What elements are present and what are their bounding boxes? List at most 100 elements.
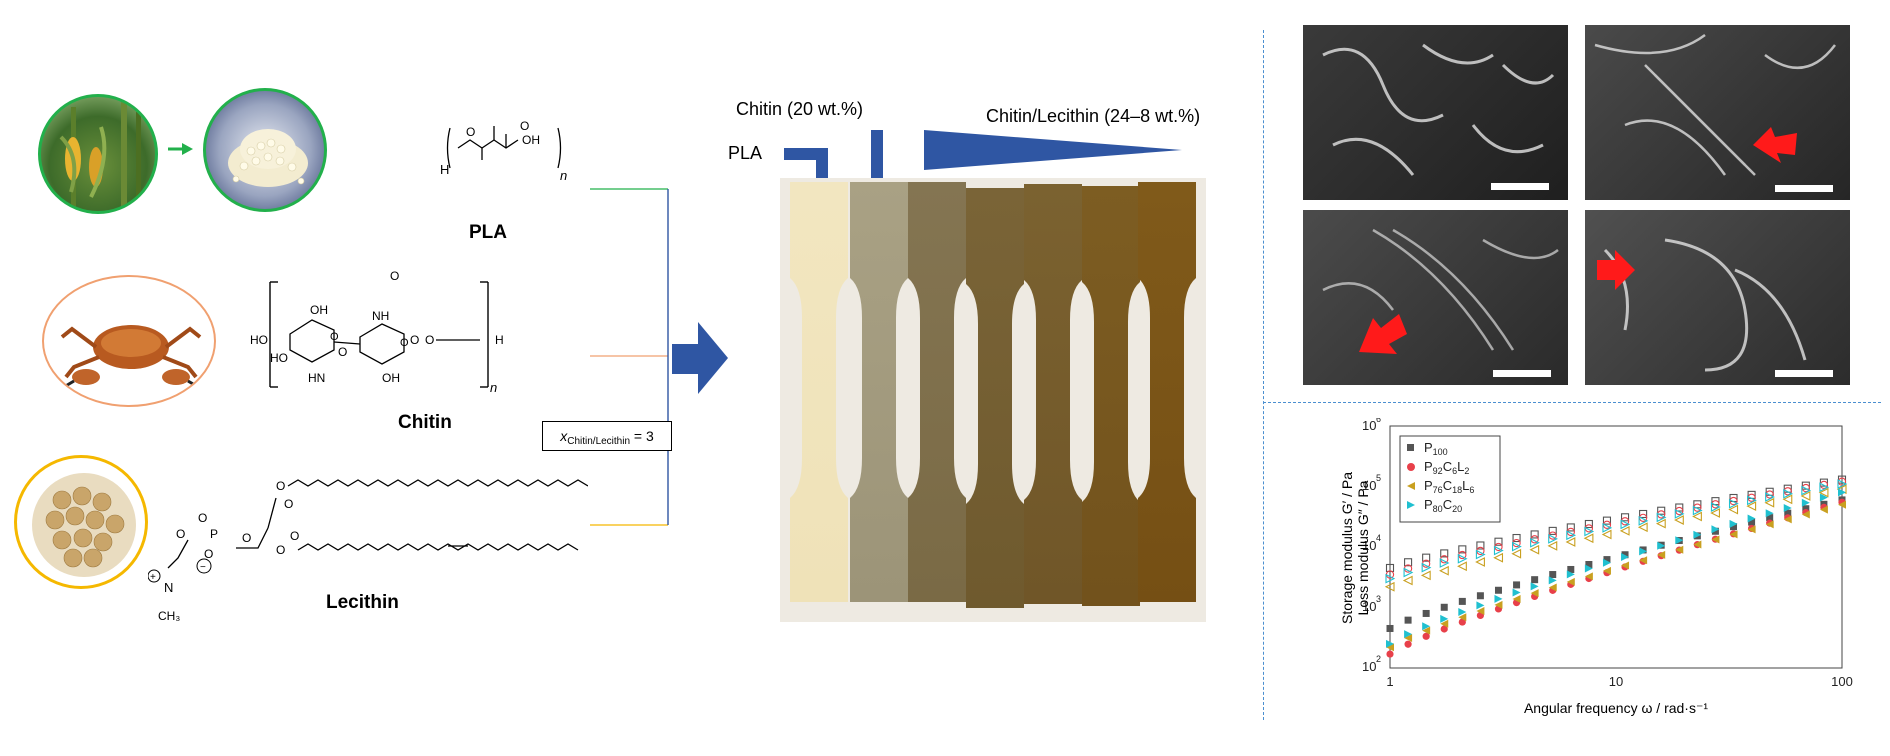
data-point-5-3 — [1439, 565, 1449, 576]
data-point-4-0 — [1386, 643, 1394, 652]
plot-frame — [1389, 425, 1843, 669]
scale-bar — [1775, 185, 1833, 192]
data-point-6-0 — [1386, 639, 1394, 648]
crab-image — [42, 275, 216, 407]
data-point-4-12 — [1602, 566, 1611, 575]
svg-text:O: O — [400, 337, 409, 349]
data-point-1-7 — [1512, 533, 1521, 543]
svg-text:O: O — [276, 479, 285, 493]
svg-text:H: H — [495, 333, 504, 347]
x-axis-label: Angular frequency ω / rad·s⁻¹ — [1524, 700, 1708, 716]
data-point-7-24 — [1819, 482, 1830, 493]
data-point-6-14 — [1639, 547, 1648, 556]
data-point-0-6 — [1494, 586, 1502, 594]
data-point-5-12 — [1601, 529, 1612, 540]
y-tick-exp: 2 — [1376, 654, 1381, 664]
data-point-0-4 — [1458, 597, 1466, 605]
data-point-7-8 — [1530, 537, 1540, 548]
svg-text:O: O — [330, 331, 339, 343]
data-point-4-23 — [1801, 510, 1810, 519]
data-point-4-18 — [1711, 535, 1720, 544]
specimen-7 — [1138, 182, 1196, 602]
svg-text:O: O — [284, 497, 293, 511]
specimen-2 — [850, 182, 908, 602]
data-point-2-2 — [1422, 632, 1430, 640]
data-point-7-25 — [1837, 479, 1848, 489]
svg-text:H: H — [440, 162, 449, 177]
data-point-5-1 — [1402, 575, 1413, 586]
data-point-0-3 — [1440, 603, 1448, 611]
svg-text:−: − — [200, 562, 206, 573]
data-point-5-15 — [1655, 518, 1666, 529]
data-point-4-24 — [1819, 505, 1828, 514]
scale-bar — [1491, 183, 1549, 190]
data-point-7-16 — [1674, 508, 1685, 519]
data-point-0-10 — [1567, 565, 1575, 573]
chitin-label: Chitin — [398, 412, 452, 433]
y-tick-base: 10 — [1362, 478, 1376, 493]
data-point-6-3 — [1440, 614, 1449, 623]
data-point-7-6 — [1493, 545, 1504, 556]
legend-entry-p100: P100 — [1424, 440, 1448, 457]
data-point-6-1 — [1404, 630, 1413, 639]
chitin-structure: HO HO O OH HN O O OH NH O O H O n — [250, 269, 504, 394]
ratio-x: x — [560, 428, 568, 444]
data-point-1-2 — [1422, 553, 1431, 562]
data-point-4-4 — [1458, 613, 1467, 622]
svg-text:O: O — [176, 527, 185, 541]
data-point-4-13 — [1621, 561, 1630, 570]
data-point-0-5 — [1476, 592, 1484, 600]
svg-text:O: O — [290, 529, 299, 543]
data-point-5-17 — [1692, 511, 1702, 522]
data-point-5-19 — [1728, 504, 1739, 515]
data-point-1-12 — [1602, 516, 1612, 525]
data-point-7-22 — [1783, 488, 1793, 499]
data-point-6-12 — [1602, 558, 1611, 567]
y-tick-base: 10 — [1362, 538, 1376, 553]
svg-text:O: O — [466, 125, 475, 139]
process-arrow-icon — [672, 322, 728, 394]
data-point-7-21 — [1765, 492, 1775, 502]
svg-text:n: n — [560, 168, 567, 183]
data-point-0-9 — [1549, 571, 1557, 579]
sem-image-4 — [1585, 210, 1850, 385]
scale-bar — [1493, 370, 1551, 377]
data-point-5-4 — [1457, 561, 1467, 572]
data-point-5-0 — [1384, 581, 1395, 592]
data-point-5-11 — [1583, 533, 1594, 544]
x-tick: 10 — [1609, 674, 1623, 689]
specimen-4 — [966, 188, 1024, 608]
data-point-4-1 — [1404, 634, 1413, 643]
connector-lines — [590, 188, 669, 526]
data-point-5-10 — [1565, 537, 1576, 547]
data-point-1-17 — [1693, 500, 1702, 509]
data-point-4-3 — [1440, 619, 1449, 628]
divider-vertical — [1263, 30, 1264, 720]
svg-text:NH: NH — [372, 309, 389, 323]
data-point-7-2 — [1421, 562, 1432, 573]
data-point-1-13 — [1620, 513, 1630, 522]
y-axis-label-loss: Loss modulus G″ / Pa — [1355, 480, 1371, 615]
data-point-1-15 — [1657, 506, 1666, 515]
data-point-1-3 — [1440, 549, 1449, 558]
data-point-5-9 — [1547, 540, 1558, 551]
data-point-5-7 — [1511, 548, 1522, 559]
data-point-0-1 — [1404, 616, 1412, 624]
y-tick-exp: 3 — [1376, 594, 1381, 604]
data-point-1-16 — [1675, 503, 1684, 512]
arrow-right-icon — [168, 143, 193, 155]
data-point-6-20 — [1747, 514, 1756, 523]
data-point-6-24 — [1819, 493, 1828, 502]
legend-marker-p80 — [1407, 501, 1415, 509]
data-point-1-6 — [1494, 537, 1503, 546]
data-point-0-22 — [1784, 509, 1792, 517]
data-point-1-4 — [1458, 545, 1467, 554]
data-point-1-24 — [1819, 478, 1828, 487]
y-tick-exp: 6 — [1376, 418, 1381, 424]
data-point-5-18 — [1710, 508, 1720, 518]
data-point-4-5 — [1476, 606, 1485, 615]
data-point-7-9 — [1548, 534, 1558, 544]
data-point-0-7 — [1513, 581, 1521, 589]
svg-text:O: O — [198, 511, 207, 525]
data-point-5-8 — [1529, 544, 1540, 555]
